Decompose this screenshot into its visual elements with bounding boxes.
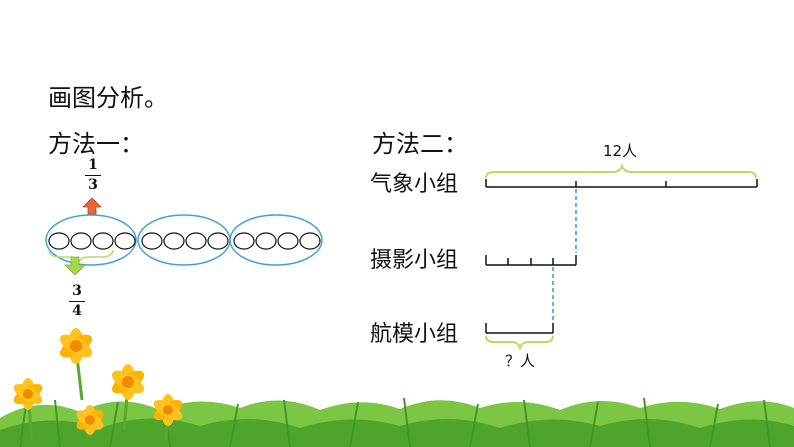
grass-decoration [0, 397, 794, 447]
arrow-down-icon [64, 256, 86, 276]
group-ellipse [229, 214, 323, 266]
fraction-one-third-denominator: 3 [88, 177, 98, 193]
row-label-photo: 摄影小组 [370, 248, 459, 273]
circle-item [299, 232, 321, 250]
circle-item [163, 232, 185, 250]
group-ellipse [45, 214, 137, 266]
circle-item [233, 232, 255, 250]
row-label-model: 航模小组 [370, 322, 459, 347]
circle-item [277, 232, 299, 250]
circle-item [70, 232, 92, 250]
circle-item [185, 232, 207, 250]
flower-decoration [13, 328, 183, 441]
three-quarters-brace [48, 249, 114, 265]
method1-grouping [45, 197, 323, 276]
arrow-up-icon [82, 197, 102, 215]
circle-item [141, 232, 163, 250]
page-title: 画图分析。 [48, 84, 168, 112]
fraction-three-quarters-denominator: 4 [72, 303, 82, 319]
fraction-three-quarters: 3 4 [68, 284, 86, 319]
question-brace [485, 335, 554, 352]
fraction-three-quarters-numerator: 3 [72, 283, 82, 299]
row-label-weather: 气象小组 [370, 172, 459, 197]
method2-heading: 方法二： [372, 130, 468, 158]
circle-item [48, 232, 70, 250]
method2-segments [485, 162, 758, 334]
circle-item [207, 232, 229, 250]
total-brace [485, 162, 757, 179]
fraction-one-third: 1 3 [84, 158, 102, 193]
circle-item [255, 232, 277, 250]
total-label: 12人 [603, 142, 638, 160]
circle-item [92, 232, 114, 250]
fraction-one-third-numerator: 1 [88, 157, 98, 173]
circle-item [114, 232, 136, 250]
method1-heading: 方法一： [48, 130, 144, 158]
question-label: ？人 [505, 352, 536, 370]
